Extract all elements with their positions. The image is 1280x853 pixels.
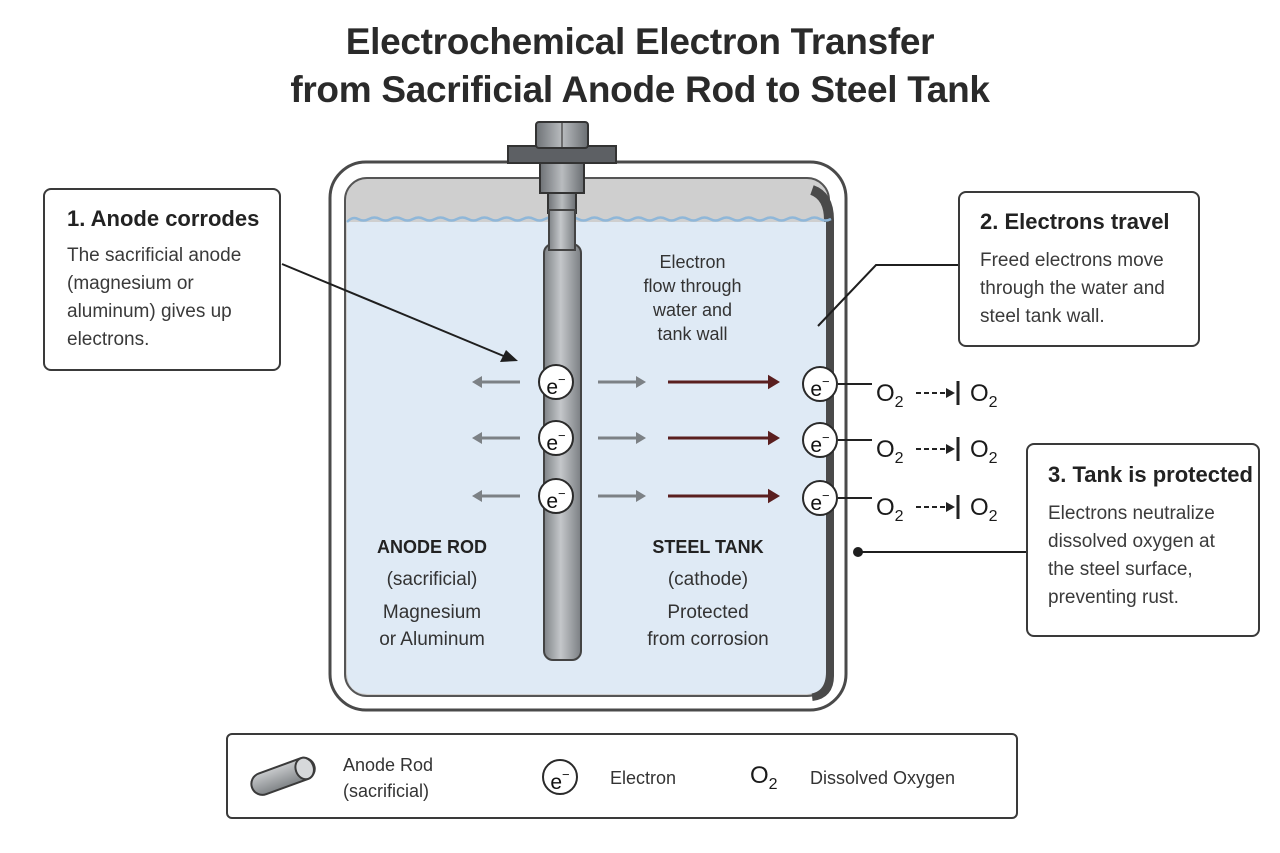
callout-1-line-3: aluminum) gives up bbox=[67, 301, 232, 322]
reaction-arrow-head bbox=[946, 388, 955, 398]
callout-leaders bbox=[281, 263, 1026, 557]
callout-1-line-2: (magnesium or bbox=[67, 273, 194, 294]
legend-electron-label: Electron bbox=[610, 768, 677, 788]
callout-2-line-3: steel tank wall. bbox=[980, 306, 1105, 327]
callout-3-line-1: Electrons neutralize bbox=[1048, 503, 1215, 524]
legend-oxygen-label: Dissolved Oxygen bbox=[810, 768, 956, 788]
callout-3-line-3: the steel surface, bbox=[1048, 559, 1193, 580]
callout-electrons-travel: 2. Electrons travel Freed electrons move… bbox=[958, 191, 1200, 347]
steel-tank-label: STEEL TANK (cathode) Protected from corr… bbox=[628, 536, 788, 653]
anode-rod-label: ANODE ROD (sacrificial) Magnesium or Alu… bbox=[352, 536, 512, 653]
legend-anode-line-1: Anode Rod bbox=[343, 755, 434, 775]
flow-label-line-2: flow through bbox=[643, 276, 742, 296]
callout-1-line-1: The sacrificial anode bbox=[67, 245, 242, 266]
flow-arrow-head bbox=[472, 432, 482, 444]
flow-arrow-head bbox=[636, 432, 646, 444]
flow-arrow-head bbox=[636, 376, 646, 388]
oxygen-product: O2 bbox=[970, 380, 998, 411]
flow-arrow-head bbox=[768, 430, 780, 446]
electron-flow-arrows bbox=[472, 374, 960, 519]
callout-tank-protected: 3. Tank is protected Electrons neutraliz… bbox=[1026, 443, 1260, 637]
tank-label-sub: (cathode) bbox=[667, 569, 749, 590]
oxygen-reactant: O2 bbox=[876, 436, 904, 467]
reaction-arrow-head bbox=[946, 502, 955, 512]
legend: Anode Rod (sacrificial) e− Electron O2 D… bbox=[226, 733, 1018, 819]
title-line-2: from Sacrificial Anode Rod to Steel Tank bbox=[290, 69, 990, 110]
anode-label-line-2: or Aluminum bbox=[379, 629, 485, 650]
callout-2-line-2: through the water and bbox=[980, 278, 1165, 299]
electron-icon: e− bbox=[538, 364, 574, 400]
callout-1-line-4: electrons. bbox=[67, 329, 150, 350]
callout-anode-corrodes: 1. Anode corrodes The sacrificial anode … bbox=[43, 188, 281, 371]
electron-icon: e− bbox=[538, 478, 574, 514]
tank-label-line-1: Protected bbox=[667, 602, 749, 623]
callout-2-heading: 2. Electrons travel bbox=[980, 209, 1170, 234]
electron-icon: e− bbox=[802, 422, 838, 458]
tank-label-heading: STEEL TANK bbox=[652, 537, 764, 557]
oxygen-reactant: O2 bbox=[876, 380, 904, 411]
flow-arrow-head bbox=[768, 374, 780, 390]
electron-icon: e− bbox=[538, 420, 574, 456]
anode-label-line-1: Magnesium bbox=[382, 602, 482, 623]
flow-arrow-head bbox=[768, 488, 780, 504]
diagram-title: Electrochemical Electron Transfer from S… bbox=[0, 18, 1280, 114]
flow-label-line-4: tank wall bbox=[657, 324, 728, 344]
callout-3-line-2: dissolved oxygen at bbox=[1048, 531, 1215, 552]
anode-label-sub: (sacrificial) bbox=[386, 569, 478, 590]
flow-arrow-head bbox=[472, 490, 482, 502]
callout-1-heading: 1. Anode corrodes bbox=[67, 206, 260, 231]
oxygen-icon: O2 bbox=[750, 762, 778, 793]
oxygen-product: O2 bbox=[970, 436, 998, 467]
tank-label-line-2: from corrosion bbox=[647, 629, 769, 650]
oxygen-reactant: O2 bbox=[876, 494, 904, 525]
electron-flow-label: Electron flow through water and tank wal… bbox=[600, 250, 785, 346]
oxygen-product: O2 bbox=[970, 494, 998, 525]
flow-label-line-1: Electron bbox=[659, 252, 726, 272]
reaction-arrow-head bbox=[946, 444, 955, 454]
callout-3-heading: 3. Tank is protected bbox=[1048, 462, 1253, 487]
flow-arrow-head bbox=[472, 376, 482, 388]
callout-2-line-1: Freed electrons move bbox=[980, 250, 1164, 271]
anode-rod-icon bbox=[250, 756, 316, 796]
electron-icon: e− bbox=[802, 366, 838, 402]
electron-icon: e− bbox=[542, 759, 578, 795]
title-line-1: Electrochemical Electron Transfer bbox=[345, 21, 935, 62]
electron-icon: e− bbox=[802, 480, 838, 516]
flow-arrow-head bbox=[636, 490, 646, 502]
callout-3-line-4: preventing rust. bbox=[1048, 587, 1179, 608]
flow-label-line-3: water and bbox=[652, 300, 733, 320]
legend-anode-line-2: (sacrificial) bbox=[343, 781, 430, 801]
anode-label-heading: ANODE ROD bbox=[376, 537, 487, 557]
